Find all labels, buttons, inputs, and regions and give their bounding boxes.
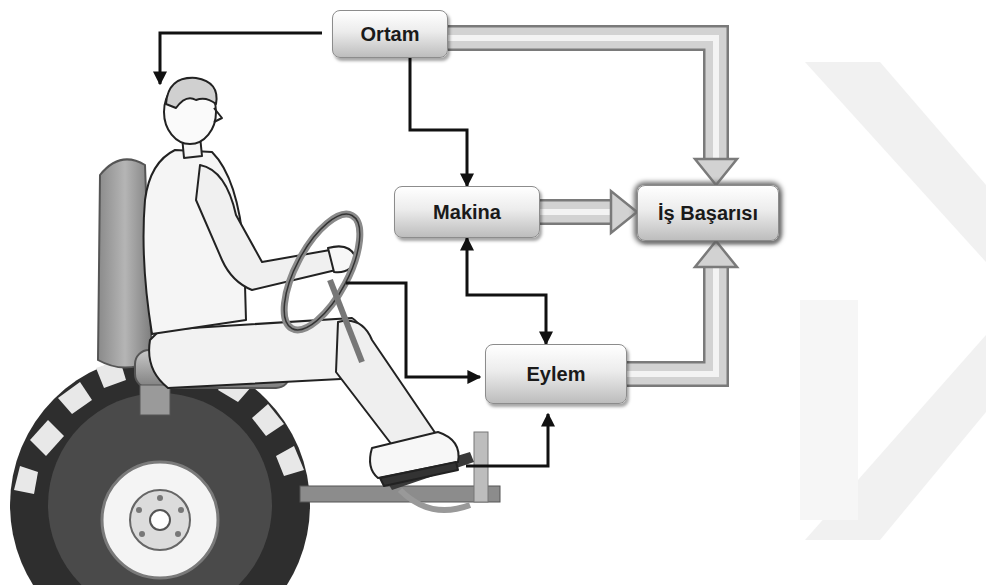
watermark-shape bbox=[800, 62, 986, 540]
arrow-outline bbox=[540, 199, 613, 225]
connector-line bbox=[467, 238, 546, 344]
process-box: Ortam bbox=[332, 10, 448, 58]
arrow-head bbox=[611, 191, 637, 233]
arrow-highlight bbox=[448, 38, 716, 161]
block-arrow bbox=[627, 241, 737, 374]
tractor-frame bbox=[300, 432, 500, 510]
arrow-outline bbox=[448, 38, 716, 161]
process-box: Eylem bbox=[485, 344, 627, 404]
box-label: Ortam bbox=[361, 23, 420, 46]
arrow-body bbox=[627, 265, 716, 374]
arrow-highlight bbox=[627, 265, 716, 374]
driver-figure bbox=[144, 78, 459, 486]
arrow-head bbox=[695, 241, 737, 267]
flow-arrow bbox=[467, 238, 546, 344]
block-arrow bbox=[448, 38, 737, 185]
arrow-highlight bbox=[540, 209, 613, 215]
box-label: Makina bbox=[433, 201, 501, 224]
arrow-body bbox=[540, 202, 613, 223]
box-label: İş Başarısı bbox=[658, 202, 758, 225]
arrow-outline bbox=[627, 265, 716, 374]
connector-line bbox=[410, 58, 467, 186]
arrow-head bbox=[695, 159, 737, 185]
process-box: İş Başarısı bbox=[637, 185, 779, 241]
box-label: Eylem bbox=[527, 363, 586, 386]
arrow-body bbox=[448, 38, 716, 161]
block-arrow bbox=[540, 191, 637, 233]
process-box: Makina bbox=[394, 186, 540, 238]
flow-arrow bbox=[410, 58, 467, 186]
